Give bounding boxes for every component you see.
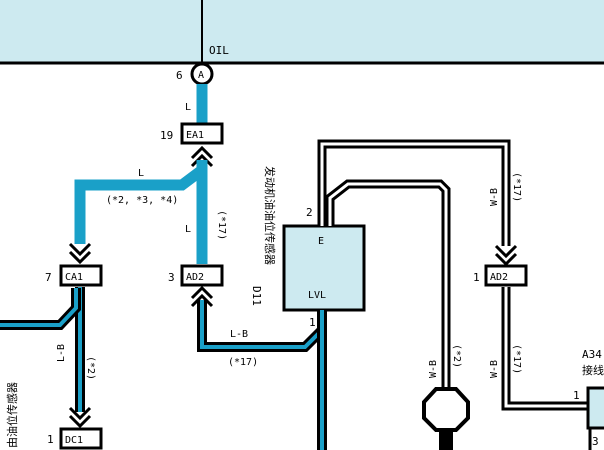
pin-2-label: 2 [306, 206, 313, 219]
left-partial-label: 由油位传感器 [5, 382, 19, 448]
terminal-a-label: A [198, 70, 204, 81]
sensor-name-label: 发动机油油位传感器 [263, 166, 277, 265]
connector-dc1 [59, 427, 103, 450]
dc1-label: DC1 [65, 435, 83, 446]
ground-icon [422, 387, 470, 432]
component-a34 [586, 386, 604, 430]
connector-ad2-right [484, 264, 528, 287]
pin-3-label: 3 [168, 271, 175, 284]
connector-ea1 [180, 122, 224, 145]
ground-base [439, 430, 453, 450]
wire-e-to-ground-white [328, 182, 448, 394]
chevron-down-icon [494, 244, 518, 259]
oil-label: OIL [209, 44, 229, 57]
pin-1-ad2-label: 1 [473, 271, 480, 284]
sensor-id-label: D11 [250, 286, 263, 306]
pin-3-a34-label: 3 [592, 435, 599, 448]
connector-ca1 [59, 264, 103, 287]
pin-1-dc1-label: 1 [47, 433, 54, 446]
opt-17-mid-label: (*17) [216, 210, 227, 240]
wire-l-mid-label: L [185, 224, 191, 235]
wire-ad2-to-a34-white [504, 287, 590, 408]
wire-wb-right-label: W-B [489, 360, 500, 378]
opt-17-bottom-label: (*17) [228, 357, 258, 368]
wire-e-to-ad2-right-white [320, 142, 508, 246]
wire-wb-top-label: W-B [489, 188, 500, 206]
pin-1-sensor-label: 1 [309, 316, 316, 329]
opt-234-label: (*2, *3, *4) [106, 195, 178, 206]
sensor-e-label: E [318, 236, 324, 247]
wire-branch-to-ca1 [74, 165, 206, 244]
wire-l-left-label: L [138, 168, 144, 179]
wire-l-top-label: L [185, 102, 191, 113]
wire-left-in-blue [0, 288, 78, 327]
chevron-down-icon [494, 252, 518, 267]
chevron-down-icon [68, 406, 92, 421]
chevron-up-icon [190, 285, 214, 300]
wire-lb-left-label: L-B [56, 344, 67, 362]
a34-partial-label: 接线 [582, 363, 604, 377]
sensor-lvl-label: LVL [308, 290, 326, 301]
wire-lb-bottom-label: L-B [230, 329, 248, 340]
chevron-down-icon [68, 414, 92, 429]
ea1-label: EA1 [186, 130, 204, 141]
chevron-up-icon [190, 153, 214, 168]
pin-7-label: 7 [45, 271, 52, 284]
chevron-down-icon [68, 242, 92, 257]
connector-ad2-left [180, 264, 224, 287]
opt-2-mid-label: (*2) [451, 344, 462, 368]
chevron-down-icon [68, 250, 92, 265]
ad2-left-label: AD2 [186, 272, 204, 283]
opt-17-right-label: (*17) [511, 344, 522, 374]
opt-2-left-label: (*2) [85, 356, 96, 380]
opt-17-right-top-label: (*17) [511, 172, 522, 202]
ecu-panel [0, 0, 604, 62]
pin-1-a34-label: 1 [573, 389, 580, 402]
pin-19-label: 19 [160, 129, 173, 142]
wire-wb-mid-label: W-B [428, 360, 439, 378]
a34-label: A34 [582, 348, 602, 361]
ad2-right-label: AD2 [490, 272, 508, 283]
pin-6-label: 6 [176, 69, 183, 82]
chevron-up-icon [190, 293, 214, 308]
ca1-label: CA1 [65, 272, 83, 283]
chevron-up-icon [190, 145, 214, 160]
